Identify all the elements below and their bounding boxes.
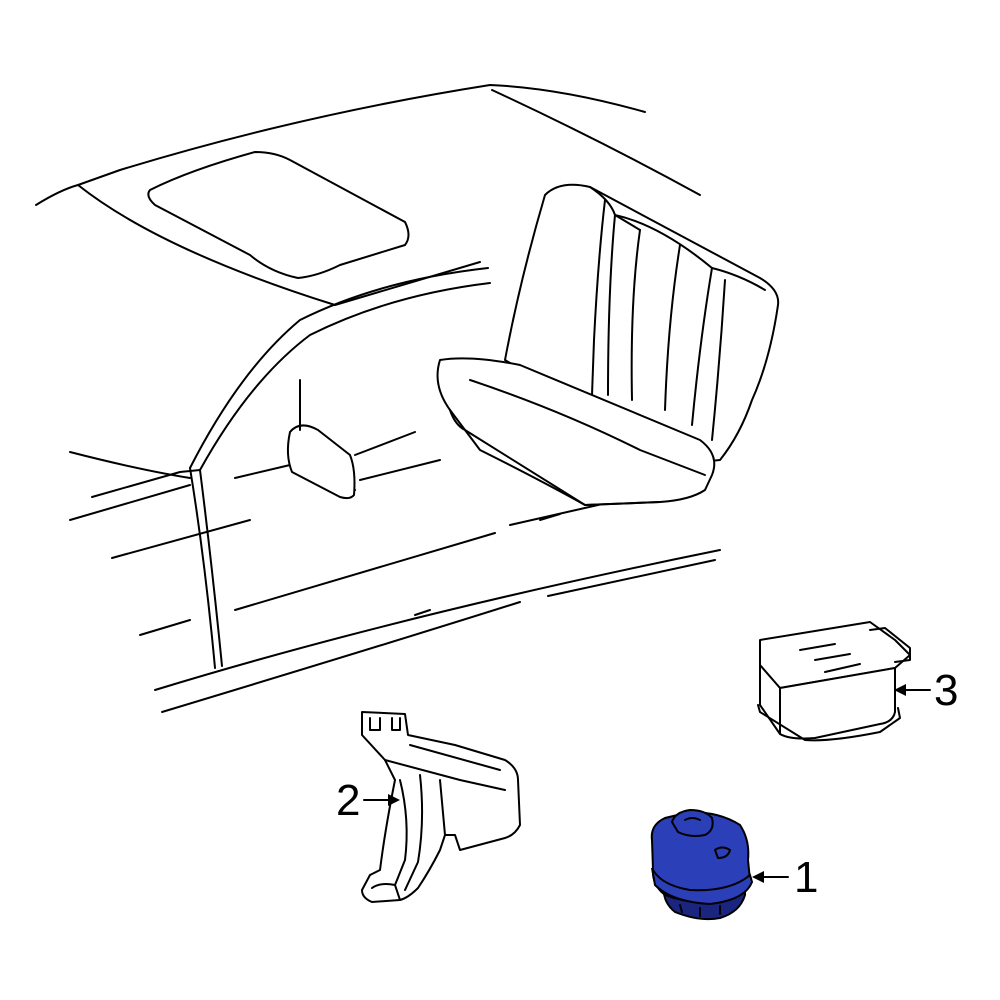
part-1-detail-1 bbox=[684, 817, 701, 821]
a-pillar-outer bbox=[189, 267, 489, 469]
body-line-7 bbox=[539, 513, 561, 521]
part-1-detail-2 bbox=[714, 846, 731, 859]
part-1-highlighted bbox=[650, 808, 754, 921]
a-pillar-inner bbox=[199, 282, 491, 471]
side-mirror bbox=[286, 424, 356, 500]
seat-back-panel-3 bbox=[607, 214, 616, 396]
callout-1-label: 1 bbox=[794, 853, 818, 902]
callout-3-arrowhead bbox=[894, 684, 906, 696]
seat-back-panel-6 bbox=[691, 267, 713, 426]
seat-back-panel-7 bbox=[711, 279, 726, 441]
part-1-cap bbox=[670, 808, 714, 837]
module-body bbox=[759, 664, 896, 740]
body-line-1 bbox=[111, 519, 251, 559]
body-line-3 bbox=[359, 459, 441, 481]
roof-lower-edge bbox=[77, 184, 481, 306]
bracket-body bbox=[361, 711, 521, 903]
seat-back-seam bbox=[614, 214, 766, 291]
bracket-rib-4 bbox=[439, 779, 446, 836]
bracket-rib-3 bbox=[404, 774, 424, 891]
body-line-2 bbox=[354, 431, 416, 456]
bracket-foot bbox=[371, 883, 401, 901]
door-front-edge-inner bbox=[199, 469, 223, 667]
part-1-rim bbox=[651, 867, 754, 906]
bracket-rib-2 bbox=[394, 779, 408, 886]
roof-rear-line bbox=[491, 89, 701, 196]
vehicle-body bbox=[35, 84, 721, 713]
rocker-upper bbox=[154, 549, 721, 691]
hood-crease bbox=[91, 469, 201, 498]
roof-line bbox=[35, 84, 646, 206]
door-front-edge bbox=[189, 467, 216, 669]
rocker-lower bbox=[161, 601, 521, 713]
seat-back-panel-2 bbox=[591, 199, 606, 396]
part-3-module bbox=[757, 621, 911, 742]
callout-2-arrowhead bbox=[388, 794, 400, 806]
body-line-6 bbox=[139, 619, 191, 636]
part-2-bracket bbox=[361, 711, 521, 903]
rocker-short bbox=[414, 609, 431, 616]
module-face-mark bbox=[799, 643, 861, 673]
bracket-rib-1 bbox=[384, 759, 506, 791]
seat-back-panel-4 bbox=[630, 229, 641, 401]
rear-seat bbox=[436, 183, 780, 506]
hood-line bbox=[69, 451, 191, 479]
callout-1-arrowhead bbox=[752, 871, 764, 883]
module-flange bbox=[757, 704, 901, 742]
seat-back-panel-5 bbox=[664, 244, 681, 411]
sunroof bbox=[147, 151, 410, 279]
callout-3-label: 3 bbox=[934, 666, 958, 715]
bracket-tab bbox=[369, 717, 401, 731]
seat-cushion-seam bbox=[469, 379, 706, 476]
fender-line bbox=[69, 484, 191, 521]
seat-cushion-front bbox=[449, 409, 661, 506]
bracket-rib-5 bbox=[409, 744, 501, 771]
part-1-detail-3 bbox=[679, 904, 721, 917]
body-line-4 bbox=[234, 532, 496, 611]
callouts: 1 2 3 bbox=[336, 666, 958, 902]
callout-2-label: 2 bbox=[336, 776, 360, 825]
rocker-rear bbox=[547, 559, 716, 597]
module-tab bbox=[869, 627, 911, 663]
